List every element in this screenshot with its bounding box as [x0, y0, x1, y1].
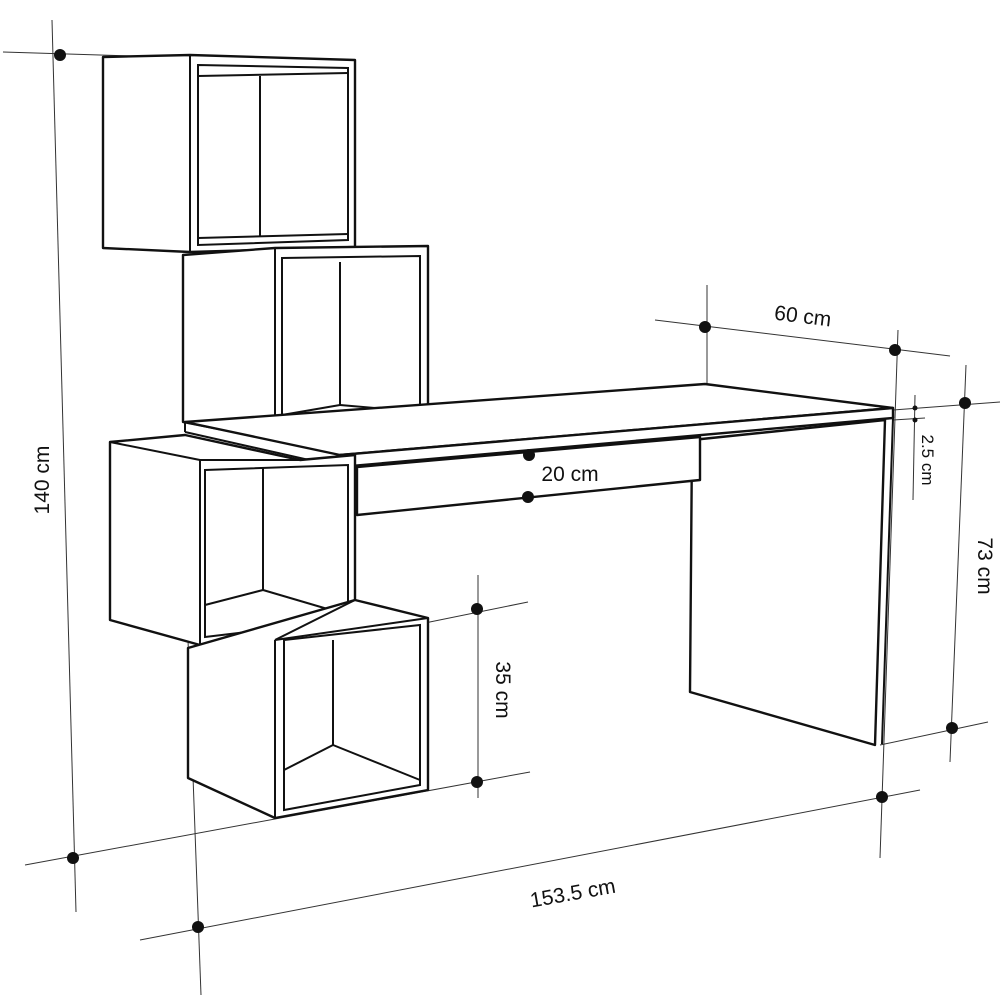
desk-depth-label: 60 cm [773, 302, 833, 332]
top-right-extension-line [892, 401, 1000, 411]
desk [183, 382, 895, 747]
cube-top-extension-line [414, 601, 529, 626]
desk-height-label: 73 cm [973, 537, 996, 594]
total-width-label: 153.5 cm [528, 875, 617, 913]
cube-height-label: 35 cm [491, 661, 514, 718]
right-extension-line [879, 329, 899, 859]
bookcase-cube-1 [101, 53, 357, 254]
total-height-label: 140 cm [31, 446, 54, 515]
floor-extension-line [879, 721, 989, 746]
desk-height-dimension-line [949, 364, 967, 763]
thickness-extension-line [892, 417, 926, 421]
dimension-markers [54, 49, 971, 933]
bookcase-cube-4 [186, 598, 430, 820]
top-thickness-label: 2.5 cm [918, 434, 937, 485]
apron-height-label: 20 cm [541, 463, 598, 486]
thickness-dimension-line [912, 394, 916, 501]
width-dimension-line [139, 789, 921, 941]
height-dimension-line [51, 19, 77, 913]
bookcase-cube-3 [108, 433, 357, 647]
